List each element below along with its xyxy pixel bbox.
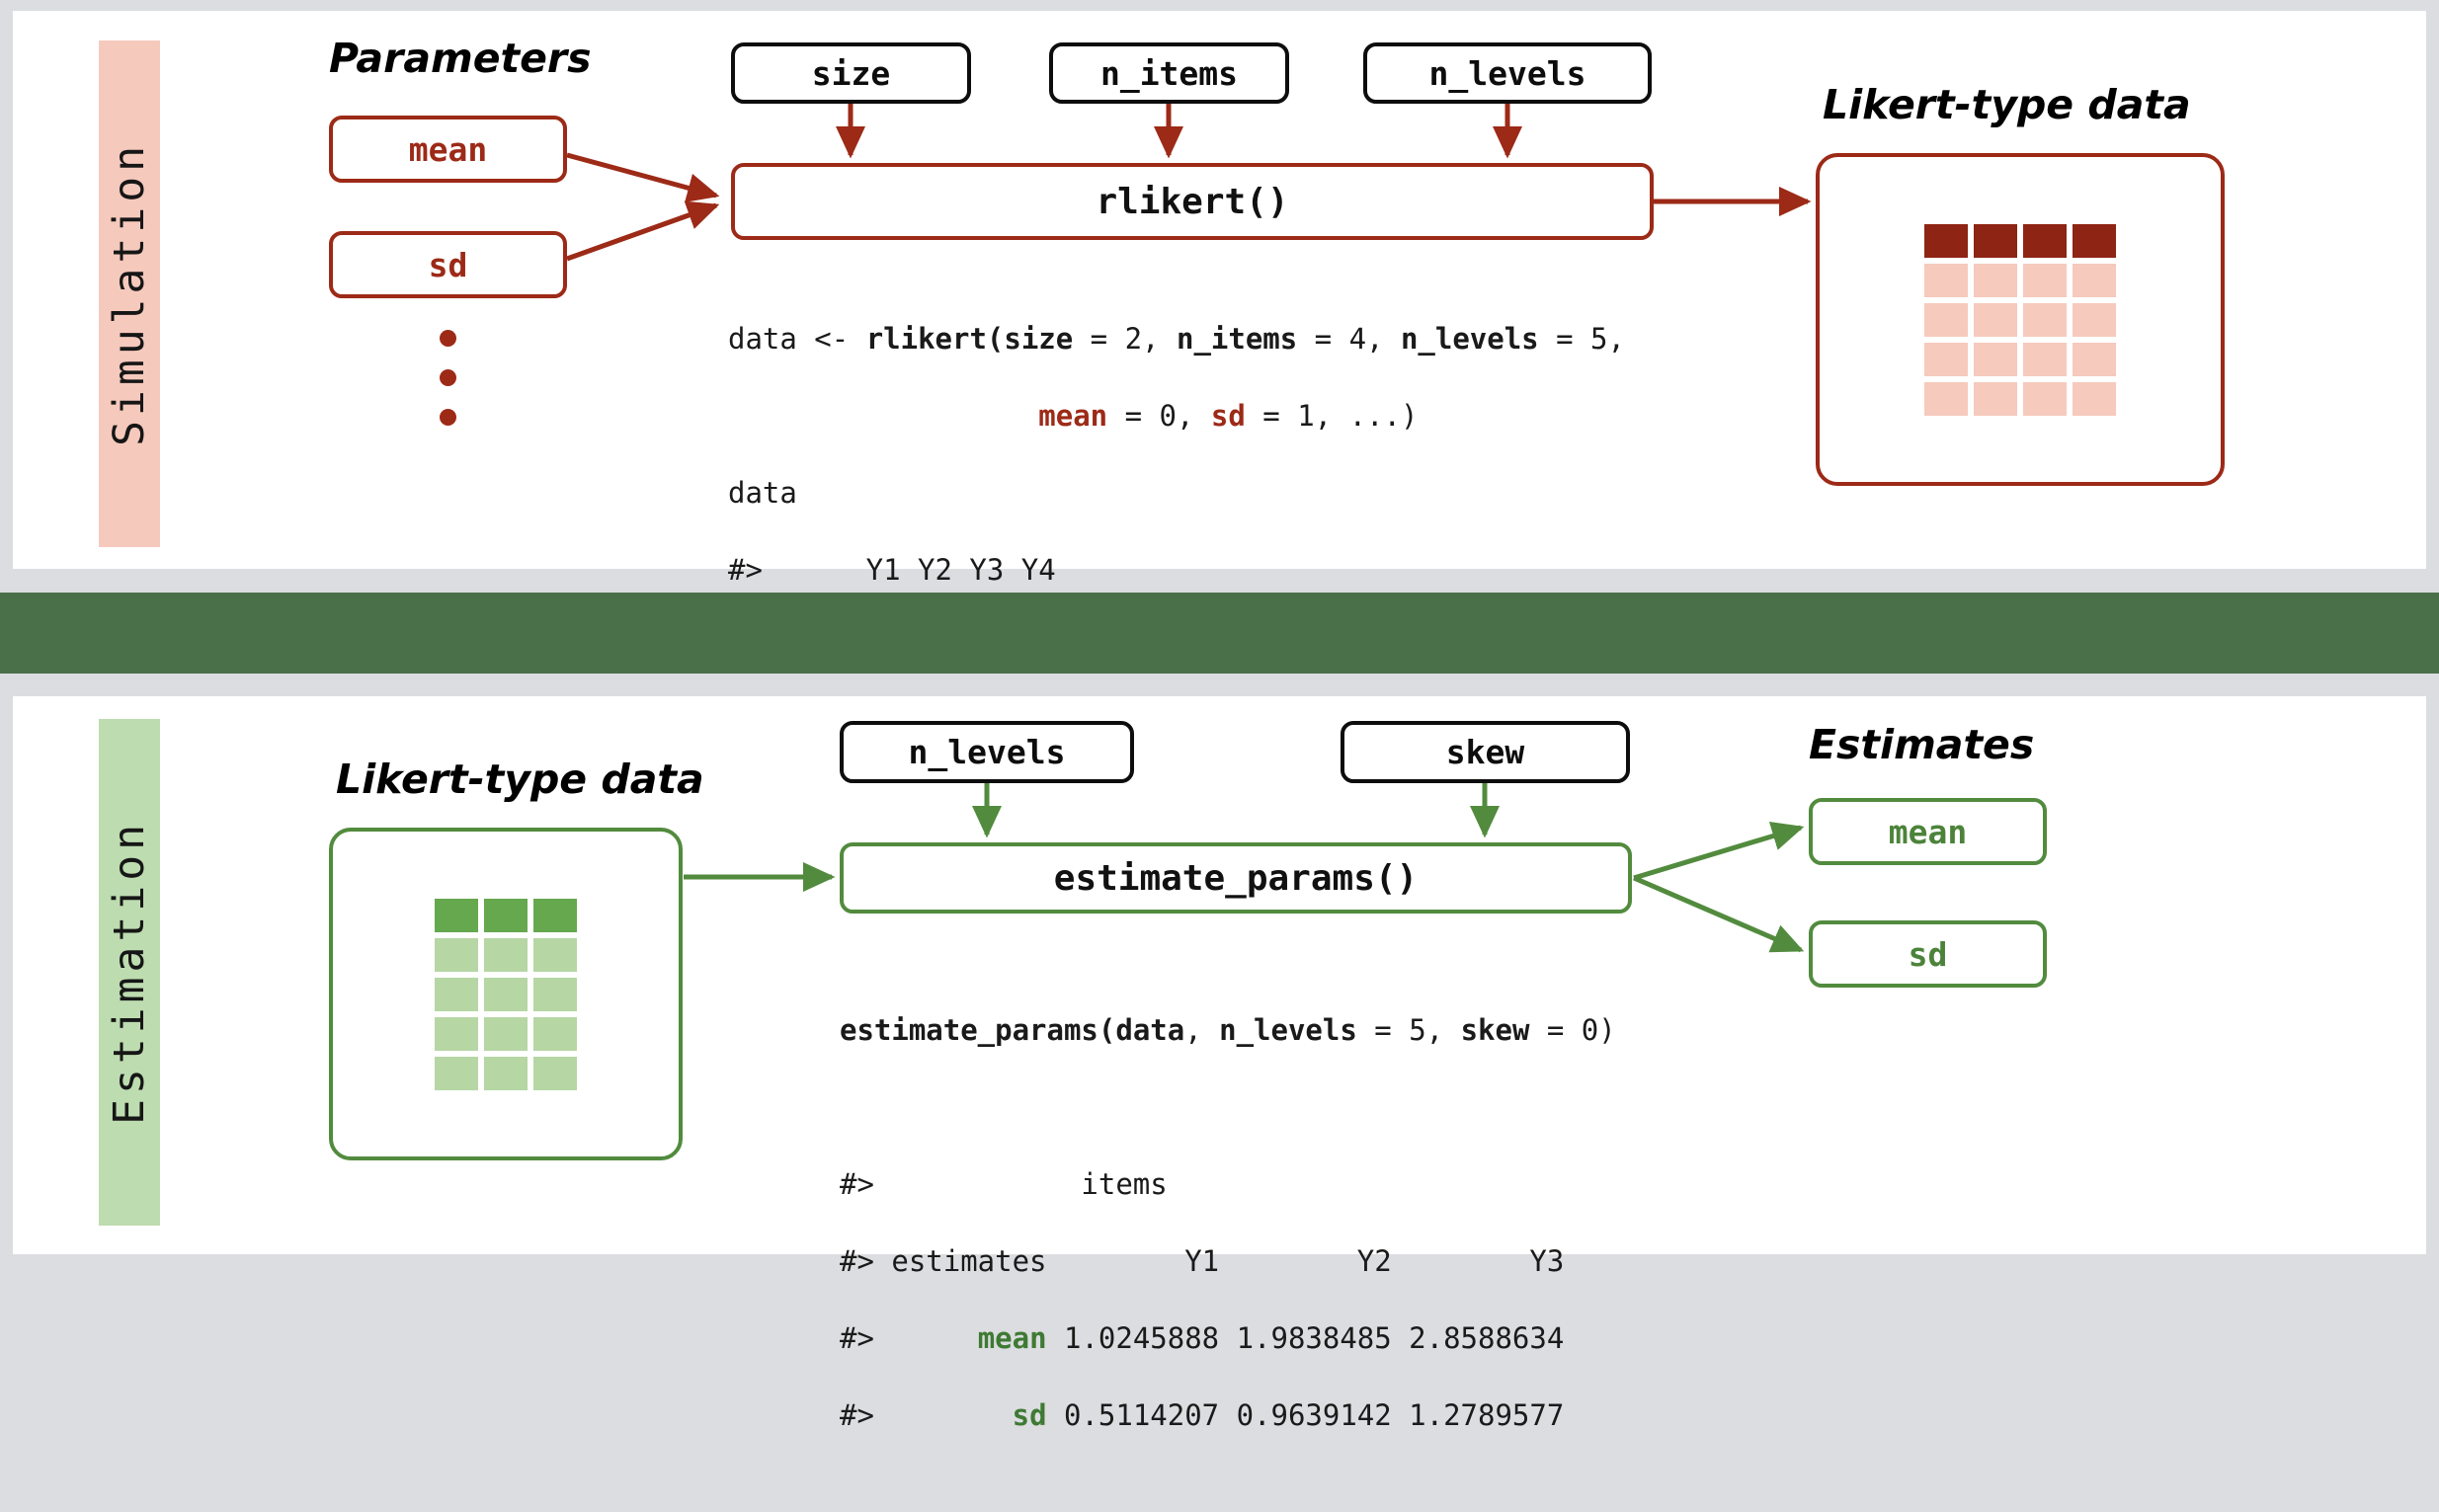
code-line: estimate_params(data, n_levels = 5, skew… xyxy=(840,1011,1616,1050)
grid-cell xyxy=(2073,302,2116,337)
grid-cell xyxy=(533,1016,577,1051)
code-token: sd xyxy=(1012,1398,1047,1432)
simulation-output-title: Likert-type data xyxy=(1823,81,2191,128)
grid-cell xyxy=(2023,263,2067,297)
grid-cell xyxy=(2023,381,2067,416)
code-line: #> items xyxy=(840,1167,1168,1201)
code-token xyxy=(728,399,1038,433)
function-box-rlikert[interactable]: rlikert() xyxy=(731,163,1654,240)
code-token: mean xyxy=(977,1321,1047,1355)
grid-cell xyxy=(484,937,528,972)
simulation-output-card xyxy=(1816,153,2225,486)
argument-box-skew[interactable]: skew xyxy=(1341,721,1630,783)
grid-cell xyxy=(1974,342,2017,376)
simulation-side-tab: Simulation xyxy=(99,40,160,547)
function-box-estimate-params[interactable]: estimate_params() xyxy=(840,842,1632,914)
code-token: = 0) xyxy=(1529,1013,1616,1047)
code-token: #> xyxy=(840,1321,978,1355)
code-token: data xyxy=(1115,1013,1185,1047)
code-line: data xyxy=(728,476,797,510)
code-token: size xyxy=(1004,322,1074,356)
argument-box-n-levels-est[interactable]: n_levels xyxy=(840,721,1134,783)
grid-cell xyxy=(435,1056,478,1090)
grid-cell xyxy=(1974,263,2017,297)
grid-cell xyxy=(2023,342,2067,376)
grid-cell xyxy=(435,1016,478,1051)
code-token: n_levels xyxy=(1400,322,1539,356)
estimation-input-card xyxy=(329,828,683,1160)
grid-cell xyxy=(2073,342,2116,376)
estimation-input-title: Likert-type data xyxy=(336,756,704,803)
argument-box-n-items[interactable]: n_items xyxy=(1049,42,1289,104)
grid-cell xyxy=(435,937,478,972)
grid-cell xyxy=(1924,302,1968,337)
code-token: estimate_params( xyxy=(840,1013,1116,1047)
grid-cell xyxy=(2023,302,2067,337)
code-token: skew xyxy=(1460,1013,1530,1047)
code-line: data <- rlikert(size = 2, n_items = 4, n… xyxy=(728,320,1625,358)
code-line: #> estimates Y1 Y2 Y3 xyxy=(840,1244,1565,1278)
code-token: = 0, xyxy=(1107,399,1211,433)
code-token: = 2, xyxy=(1073,322,1177,356)
estimates-title: Estimates xyxy=(1809,721,2035,768)
code-token: = 4, xyxy=(1297,322,1401,356)
grid-cell xyxy=(484,1016,528,1051)
argument-box-size[interactable]: size xyxy=(731,42,971,104)
grid-cell xyxy=(2073,263,2116,297)
estimation-data-grid xyxy=(435,898,577,1090)
estimation-code-block: estimate_params(data, n_levels = 5, skew… xyxy=(840,973,1616,1512)
grid-cell xyxy=(533,977,577,1011)
grid-cell xyxy=(1974,302,2017,337)
code-line: mean = 0, sd = 1, ...) xyxy=(728,397,1625,436)
parameters-ellipsis-dots xyxy=(440,330,456,448)
code-token: data <- xyxy=(728,322,866,356)
parameters-title: Parameters xyxy=(329,35,592,82)
code-line: #> sd 0.5114207 0.9639142 1.2789577 xyxy=(840,1396,1616,1435)
grid-header-cell xyxy=(2023,223,2067,258)
grid-cell xyxy=(1974,381,2017,416)
code-token: = 5, xyxy=(1356,1013,1461,1047)
grid-cell xyxy=(2073,381,2116,416)
grid-cell xyxy=(1924,342,1968,376)
code-token: #> xyxy=(840,1398,1013,1432)
grid-cell xyxy=(533,937,577,972)
estimation-side-label: Estimation xyxy=(105,820,154,1125)
estimation-side-tab: Estimation xyxy=(99,719,160,1226)
code-token: sd xyxy=(1210,399,1246,433)
parameter-box-sd[interactable]: sd xyxy=(329,231,567,298)
grid-header-cell xyxy=(484,898,528,932)
grid-header-cell xyxy=(435,898,478,932)
grid-header-cell xyxy=(533,898,577,932)
grid-cell xyxy=(1924,381,1968,416)
grid-header-cell xyxy=(1974,223,2017,258)
grid-cell xyxy=(484,977,528,1011)
section-divider-band xyxy=(0,593,2439,674)
code-token: = 1, ...) xyxy=(1245,399,1419,433)
code-token: 1.0245888 1.9838485 2.8588634 xyxy=(1046,1321,1565,1355)
grid-header-cell xyxy=(1924,223,1968,258)
simulation-side-label: Simulation xyxy=(105,141,154,446)
code-line: #> Y1 Y2 Y3 Y4 xyxy=(728,553,1056,587)
grid-header-cell xyxy=(2073,223,2116,258)
code-token: n_items xyxy=(1176,322,1298,356)
estimate-box-mean[interactable]: mean xyxy=(1809,798,2047,865)
code-token: 0.5114207 0.9639142 1.2789577 xyxy=(1046,1398,1565,1432)
grid-cell xyxy=(435,977,478,1011)
code-token: rlikert( xyxy=(865,322,1005,356)
estimate-box-sd[interactable]: sd xyxy=(1809,920,2047,988)
code-token: n_levels xyxy=(1219,1013,1357,1047)
code-token: = 5, xyxy=(1538,322,1625,356)
code-token: , xyxy=(1184,1013,1220,1047)
parameter-box-mean[interactable]: mean xyxy=(329,116,567,183)
argument-box-n-levels[interactable]: n_levels xyxy=(1363,42,1652,104)
code-line xyxy=(840,1088,1616,1127)
grid-cell xyxy=(533,1056,577,1090)
code-token: mean xyxy=(1038,399,1108,433)
diagram-canvas: Simulation Parameters mean sd size n_ite… xyxy=(0,11,2439,1432)
grid-cell xyxy=(1924,263,1968,297)
code-line: #> mean 1.0245888 1.9838485 2.8588634 xyxy=(840,1319,1616,1358)
simulation-data-grid xyxy=(1924,223,2116,416)
grid-cell xyxy=(484,1056,528,1090)
